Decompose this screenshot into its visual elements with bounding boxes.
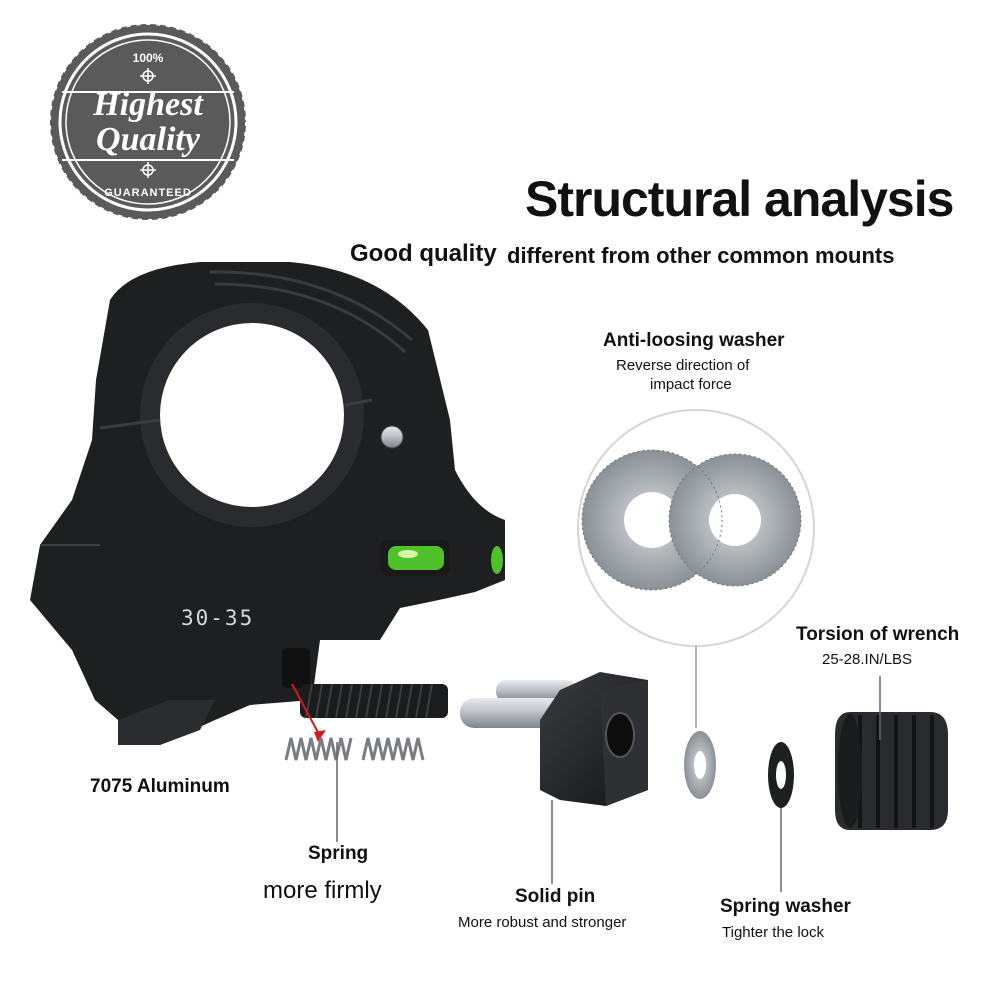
ring-ridge <box>214 282 407 354</box>
ring-split-line <box>344 398 373 407</box>
bolt-shaft <box>300 684 448 718</box>
badge-line1: Highest <box>92 86 204 123</box>
bubble-level <box>388 546 444 570</box>
hinge-pin <box>380 425 404 449</box>
size-marking: 30-35 <box>181 606 254 630</box>
spring-washer-label-desc: Tighter the lock <box>722 924 824 941</box>
material-label: 7075 Aluminum <box>90 776 230 797</box>
coil-spring <box>361 737 425 761</box>
pointer-arrow <box>291 683 326 742</box>
washer-large-hole <box>624 492 680 548</box>
badge-bottom-text: GUARANTEED <box>104 187 192 199</box>
spring-label-desc: more firmly <box>263 877 382 904</box>
side-bubble-level <box>491 546 503 574</box>
crosshair-icon <box>140 162 156 178</box>
wrench-label-value: 25-28.IN/LBS <box>822 651 913 668</box>
spring-washer-label-title: Spring washer <box>720 896 851 917</box>
badge-inner-ring <box>65 39 231 205</box>
wrench-label-title: Torsion of wrench <box>796 624 960 645</box>
spring-washer <box>768 742 794 808</box>
pin-label-title: Solid pin <box>515 886 596 907</box>
pin-label-desc: More robust and stronger <box>458 914 627 931</box>
washer-serration <box>581 449 723 591</box>
ring-split-line <box>99 418 161 430</box>
page-title: Structural analysis <box>525 171 954 227</box>
quality-badge: 100% Highest Quality GUARANTEED <box>49 23 247 221</box>
mount-ring-bore <box>160 323 344 507</box>
spring-label-title: Spring <box>308 843 369 864</box>
washer-label-title: Anti-loosing washer <box>603 330 785 351</box>
washer-label-desc-2: impact force <box>650 376 732 393</box>
washer-zoom-view <box>577 409 815 728</box>
locking-block <box>540 672 648 806</box>
scope-mount: 30-35 <box>30 262 505 745</box>
badge-ring <box>58 32 238 212</box>
small-washer <box>684 731 716 799</box>
washer-label-desc-1: Reverse direction of <box>616 357 750 374</box>
threaded-bolt <box>300 683 448 719</box>
washer-large-hole <box>709 494 761 546</box>
crosshair-icon <box>140 68 156 84</box>
nut-knurling <box>858 715 934 828</box>
coil-spring <box>284 737 353 761</box>
knurled-nut <box>835 712 948 830</box>
rail-clamp <box>118 700 215 745</box>
ring-ridge <box>209 270 413 342</box>
subtitle-right: different from other common mounts <box>507 243 895 268</box>
block-bore <box>605 712 635 758</box>
badge-scallop-edge <box>49 23 247 221</box>
level-bubble <box>398 550 418 558</box>
washer-serration <box>668 453 802 587</box>
badge-outer-seal <box>50 24 246 220</box>
badge-line2: Quality <box>96 121 201 158</box>
badge-top-text: 100% <box>133 51 164 65</box>
bolt-hole <box>282 648 310 688</box>
subtitle-left: Good quality <box>350 240 497 267</box>
